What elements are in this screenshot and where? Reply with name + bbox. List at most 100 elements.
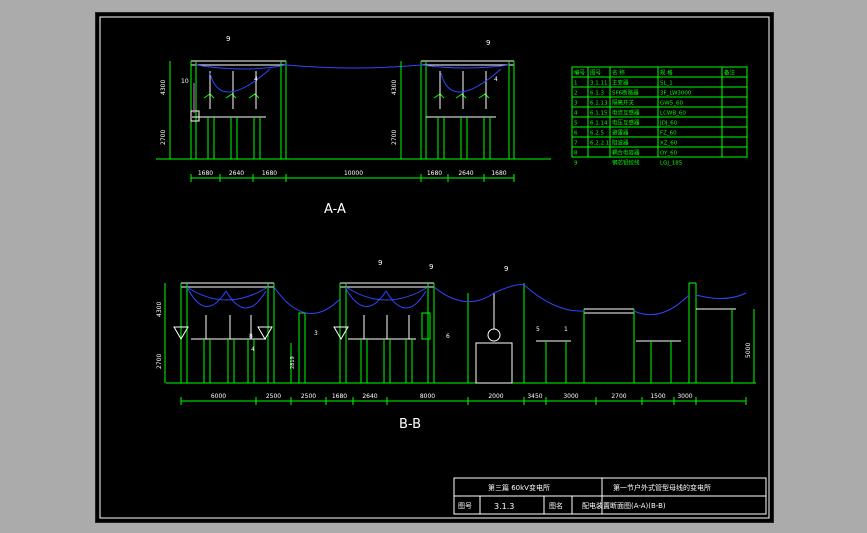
- table-cell: 钢芯铝绞线: [612, 159, 640, 167]
- table-cell: 3.1.11: [590, 81, 608, 87]
- table-cell: SL_1: [660, 81, 673, 87]
- aa-dim-6: 1680: [491, 170, 506, 177]
- title-block: 第三篇 60kV变电所 第一节户外式管型母线的变电所 图号 3.1.3 图名 配…: [453, 477, 767, 515]
- height-aa-upper: 4300: [160, 80, 167, 95]
- bb-dim-2: 2500: [301, 393, 316, 400]
- conductor-aa: [195, 64, 510, 70]
- callout-8-bb: 8: [249, 333, 253, 340]
- callout-6-bb: 6: [446, 333, 450, 340]
- bb-dim-11: 3000: [677, 393, 692, 400]
- callout-9-bb-b: 9: [429, 263, 433, 271]
- table-cell: 6.2.5: [590, 131, 604, 137]
- table-cell: 8: [574, 151, 578, 157]
- callout-1-bb: 1: [564, 326, 568, 333]
- gantry-4-bb: [688, 282, 736, 383]
- table-cell: 3F_LW3000: [660, 91, 692, 97]
- height-aa-upper-right: 4300: [391, 80, 398, 95]
- bb-dim-1: 2500: [266, 393, 281, 400]
- height-bb-upper: 4300: [156, 302, 163, 317]
- table-header-cell: 备注: [724, 69, 736, 77]
- aa-dim-3: 10000: [344, 170, 363, 177]
- table-header-cell: 规 格: [660, 69, 673, 77]
- table-cell: 6.1.13: [590, 101, 608, 107]
- table-cell: 7: [574, 141, 578, 147]
- bb-dim-10: 1500: [650, 393, 665, 400]
- aa-dim-0: 1680: [198, 170, 213, 177]
- gantry-3-bb: [536, 308, 681, 383]
- table-cell: 9: [574, 161, 578, 167]
- callout-4-aa: 4: [254, 76, 258, 83]
- figno-label: 图号: [458, 502, 472, 510]
- table-cell: LGJ_185: [660, 161, 683, 167]
- height-bb-lower: 2700: [156, 354, 163, 369]
- bb-dim-6: 2000: [488, 393, 503, 400]
- figname-label: 图名: [549, 501, 563, 510]
- table-cell: 5: [574, 121, 578, 127]
- callout-9-aa: 9: [226, 35, 230, 43]
- table-cell: 6: [574, 131, 578, 137]
- table-cell: 6.2.2.1: [590, 141, 609, 147]
- aa-dim-2: 1680: [262, 170, 277, 177]
- table-cell: XZ_60: [660, 141, 678, 147]
- table-cell: 6.1.15: [590, 111, 608, 117]
- section-title-aa: A-A: [324, 202, 346, 217]
- table-cell: 主变器: [612, 79, 629, 87]
- table-cell: 耦合电容器: [612, 149, 640, 157]
- gantry-1-bb: [173, 282, 275, 383]
- table-cell: 6.1.14: [590, 121, 608, 127]
- table-cell: 阻波器: [612, 139, 629, 147]
- table-cell: 3: [574, 101, 578, 107]
- section-title-bb: B-B: [399, 417, 421, 432]
- gantry-left-aa: [190, 60, 287, 159]
- aa-dim-5: 2640: [458, 170, 473, 177]
- bb-dim-9: 2700: [611, 393, 626, 400]
- aa-dim-4: 1680: [427, 170, 442, 177]
- conductors-bb: [186, 284, 747, 316]
- gantry-2-bb: [333, 282, 435, 383]
- callout-9-bb: 9: [378, 259, 382, 267]
- table-cell: 4: [574, 111, 578, 117]
- callout-4-bb: 4: [251, 346, 255, 353]
- inner-border: [99, 16, 770, 519]
- callout-4-aa-right: 4: [494, 76, 498, 83]
- table-cell: FZ_60: [660, 131, 677, 137]
- table-cell: SF6断路器: [612, 89, 639, 97]
- table-header-cell: 图号: [590, 69, 602, 77]
- dims-aa: 1680 2640 1680 10000 1680 2640 1680: [190, 170, 515, 182]
- figno-value: 3.1.3: [494, 502, 514, 511]
- table-cell: GW5_60: [660, 101, 683, 107]
- arrester-bb: [298, 312, 306, 384]
- section-bb: 4300 2700 5000 2819 9 9 9 8 4 3 6 5 1 60…: [156, 259, 756, 432]
- title-chapter: 第三篇 60kV变电所: [488, 483, 550, 492]
- height-bb-right: 5000: [745, 343, 752, 358]
- bb-dim-5: 8000: [420, 393, 435, 400]
- table-cell: 6.1.3: [590, 91, 604, 97]
- gantry-right-aa: [420, 60, 515, 159]
- table-cell: 1: [574, 81, 578, 87]
- callout-10-aa: 10: [181, 78, 189, 85]
- bb-dim-4: 2640: [362, 393, 377, 400]
- aa-dim-1: 2640: [229, 170, 244, 177]
- bb-dim-0: 6000: [211, 393, 226, 400]
- table-cell: 避雷器: [612, 129, 629, 137]
- table-cell: 电流互感器: [612, 109, 640, 117]
- table-cell: 电压互感器: [612, 119, 640, 127]
- table-cell: JDJ_60: [659, 121, 678, 127]
- table-cell: OY_60: [660, 151, 678, 157]
- table-cell: 2: [574, 91, 578, 97]
- title-section: 第一节户外式管型母线的变电所: [613, 483, 711, 492]
- bb-dim-3: 1680: [332, 393, 347, 400]
- callout-3-bb: 3: [314, 330, 318, 337]
- transformer-bb: [467, 283, 525, 384]
- callout-9-aa-right: 9: [486, 39, 490, 47]
- callout-9-bb-c: 9: [504, 265, 508, 273]
- height-aa-lower-right: 2700: [391, 130, 398, 145]
- height-aa-lower: 2700: [160, 130, 167, 145]
- table-cell: 隔离开关: [612, 99, 635, 107]
- height-bb-small: 2819: [290, 356, 296, 369]
